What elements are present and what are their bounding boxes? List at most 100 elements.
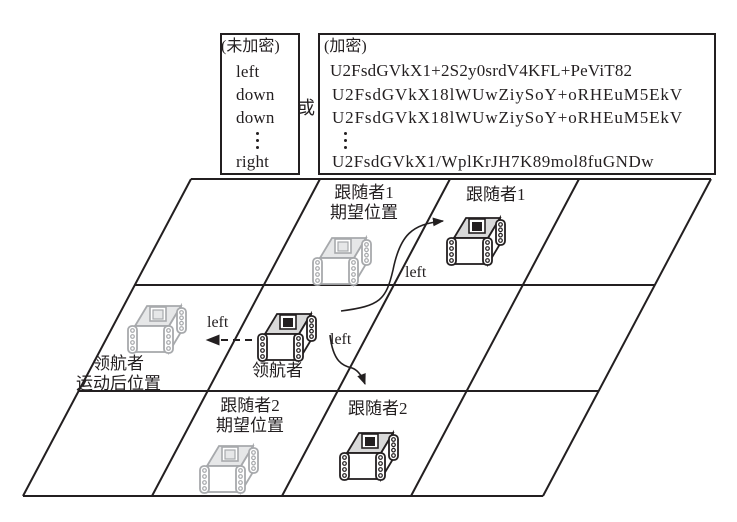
robot-wheel-bolt [449,246,454,251]
robot-wheel-bolt [485,240,490,245]
robot-wheel [361,239,372,266]
robot-wheel-bolt [260,342,265,347]
robot-window [472,222,482,231]
robot-leader-icon [257,310,317,364]
robot-wheel [312,257,323,286]
follower2-move-command: left [330,331,352,348]
label-line: 运动后位置 [76,374,161,393]
grid-col-line [410,178,580,497]
robot-wheel-bolt [351,278,356,283]
robot-wheel-bolt [364,242,369,247]
leader-label: 领航者 [252,361,303,381]
robot-follower2-icon [339,429,399,483]
robot-wheel-bolt [179,326,184,331]
robot-wheel-bolt [449,258,454,263]
plaintext-box-title: (未加密) [221,38,280,55]
robot-wheel-bolt [378,455,383,460]
robot-wheel-bolt [130,340,135,345]
robot-wheel-bolt [449,240,454,245]
robot-wheel [199,465,210,494]
robot-wheel-bolt [166,334,171,339]
robot-wheel-bolt [351,272,356,277]
label-line: 跟随者1 [334,183,394,202]
label-line: 领航者 [252,361,303,380]
robot-wheel [235,465,246,494]
robot-wheel-bolt [364,258,369,263]
robot-wheel-bolt [315,278,320,283]
robot-wheel-bolt [342,473,347,478]
robot-leader-after-icon [127,302,187,356]
robot-window [283,318,293,327]
robot-wheel [375,452,386,481]
robot-wheel-bolt [179,320,184,326]
grid-col-line [151,178,321,497]
robot-wheel-bolt [378,461,383,466]
robot-wheel-bolt [498,222,503,227]
follower1-move-command: left [405,264,427,281]
robot-wheel-bolt [351,260,356,265]
ciphertext-ellipsis [344,132,348,153]
robot-wheel-bolt [309,323,314,329]
label-line: 跟随者2 [220,396,280,415]
robot-wheel-bolt [485,246,490,251]
label-line: 跟随者1 [466,185,526,204]
robot-wheel-bolt [391,437,396,442]
follower1-label: 跟随者1 [466,185,526,205]
robot-wheel-bolt [498,232,503,238]
robot-wheel-bolt [498,238,503,243]
ciphertext-line: U2FsdGVkX18lWUwZiySoY+oRHEuM5EkV [332,85,684,104]
grid-lines [22,178,712,497]
robot-wheel-bolt [179,315,184,321]
robot-wheel-bolt [296,342,301,347]
robot-wheel-bolt [378,473,383,478]
robot-wheel-bolt [202,480,207,485]
robot-wheel-bolt [166,340,171,345]
robot-wheel-bolt [309,318,314,323]
label-line: 期望位置 [216,416,284,435]
robot-wheel [495,219,506,246]
label-line: 跟随者2 [348,399,408,418]
robot-wheel-bolt [391,442,396,448]
robot-wheel [163,325,174,354]
robot-wheel-bolt [130,328,135,333]
plaintext-ellipsis [256,132,260,153]
robot-wheel [127,325,138,354]
plaintext-command: down [236,85,275,104]
robot-wheel-bolt [238,474,243,479]
plaintext-command: right [236,152,270,171]
ciphertext-line: U2FsdGVkX1+2S2y0srdV4KFL+PeViT82 [330,61,633,80]
robot-wheel-bolt [260,336,265,341]
robot-window [152,309,164,320]
robot-wheel-bolt [130,346,135,351]
robot-wheel-bolt [166,346,171,351]
robot-window [365,437,375,446]
robot-wheel-bolt [296,336,301,341]
grid-col-line [281,178,451,497]
robot-wheel-bolt [238,468,243,473]
robot-wheel-bolt [315,272,320,277]
ciphertext-box-title: (加密) [324,38,367,55]
arrows-layer [205,217,445,386]
robot-wheel-bolt [485,258,490,263]
leader-move-command: left [207,314,229,331]
robot-wheel [293,333,304,362]
robot-wheel [257,333,268,362]
robot-wheel-bolt [351,266,356,271]
robot-wheel-bolt [202,486,207,491]
robot-wheel [176,307,187,334]
robot-wheel-bolt [202,474,207,479]
plaintext-command: left [236,62,260,81]
robot-follower1-target-icon [312,234,372,288]
label-line: 领航者 [93,354,144,373]
grid-col-line [22,178,192,497]
robot-wheel-bolt [202,468,207,473]
robot-wheel-bolt [391,453,396,458]
robot-wheel [482,237,493,266]
leader-after-label: 领航者 运动后位置 [76,354,161,394]
grid-col-line [542,178,712,497]
robot-wheel [446,237,457,266]
robot-wheel-bolt [260,348,265,353]
plaintext-command: down [236,108,275,127]
